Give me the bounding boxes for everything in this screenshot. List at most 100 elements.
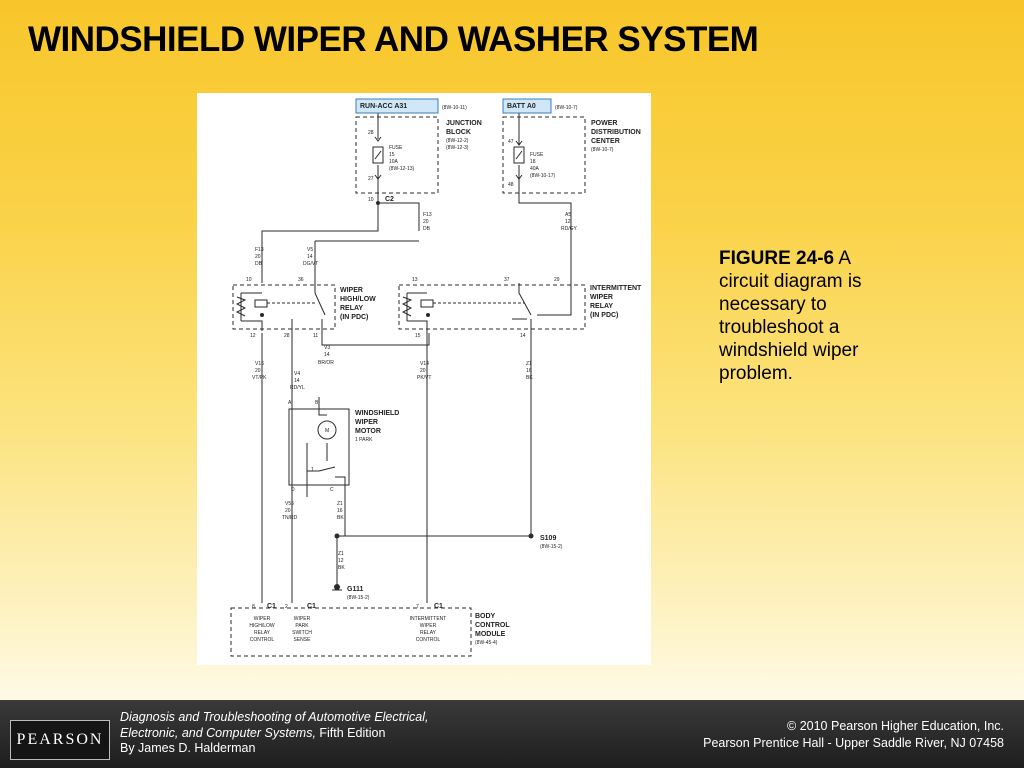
bcm-conn-1: C1 <box>267 603 276 610</box>
motor-title-2: WIPER <box>355 419 378 426</box>
wire-v5 <box>314 240 419 283</box>
hl-relay-pin-e: 11 <box>313 333 318 339</box>
motor-feed-wires <box>291 397 328 461</box>
bcm-outline <box>230 607 472 657</box>
circuit-diagram-figure: RUN-ACC A31 (8W-10-11) BATT A0 (8W-10-7)… <box>197 93 651 665</box>
wire-v5-color: DG/VT <box>303 261 318 267</box>
diagram-labels: RUN-ACC A31 (8W-10-11) BATT A0 (8W-10-7)… <box>246 98 642 646</box>
motor-rotor-label: M <box>325 428 329 434</box>
wire-v55-id: V55 <box>285 501 294 507</box>
motor-output-wires <box>291 497 346 603</box>
junction-pin-top: 28 <box>368 130 374 136</box>
bcm-input-3-b: WIPER <box>420 623 437 629</box>
motor-pin-a: A <box>288 400 292 406</box>
junction-fuse-3: 10A <box>389 159 399 165</box>
int-relay-title-2: WIPER <box>590 294 613 301</box>
pdc-feed-wire <box>518 112 572 283</box>
junction-fuse <box>372 146 384 164</box>
pdc-pin-top: 47 <box>508 139 514 145</box>
int-relay-armature <box>420 299 434 308</box>
hl-relay-coil <box>235 296 247 317</box>
pdc-fuse-element <box>515 150 523 160</box>
batt-ref: (8W-10-7) <box>555 105 578 111</box>
bcm-title-3: MODULE <box>475 631 506 638</box>
hl-relay-armature <box>254 299 268 308</box>
motor-outline <box>288 408 350 486</box>
pearson-logo: PEARSON <box>10 720 110 760</box>
wire-z1c-color: BK <box>338 565 345 571</box>
wire-v3-gauge: 14 <box>324 352 330 358</box>
int-relay-title-1: INTERMITTENT <box>590 285 642 292</box>
wire-v55-gauge: 20 <box>285 508 291 514</box>
wire-f13-top-gauge: 20 <box>423 219 429 225</box>
wire-v5-id: V5 <box>307 247 313 253</box>
ground-label: G111 <box>347 586 363 593</box>
hl-relay-pin-b: 36 <box>298 277 304 283</box>
wire-v16-color: VT/PK <box>252 375 267 381</box>
wire-f13-to-int-relay <box>378 202 420 231</box>
wire-z1b-color: BK <box>337 515 344 521</box>
run-acc-label: RUN-ACC A31 <box>360 103 407 110</box>
book-title-line-2: Electronic, and Computer Systems, <box>120 725 316 740</box>
int-relay-title-4: (IN PDC) <box>590 312 618 319</box>
wire-z1c-id: Z1 <box>338 551 344 557</box>
junction-title-2: BLOCK <box>446 129 471 136</box>
pdc-title-2: DISTRIBUTION <box>591 129 641 136</box>
figure-caption: FIGURE 24-6 A circuit diagram is necessa… <box>719 247 899 385</box>
hl-relay-pin-d: 28 <box>284 333 290 339</box>
junction-fuse-ref: (8W-12-13) <box>389 166 415 172</box>
int-relay-pin-a: 13 <box>412 277 418 283</box>
wire-v4-id: V4 <box>294 371 300 377</box>
bcm-ref: (8W-45-4) <box>475 640 498 646</box>
hl-relay-pin-c: 12 <box>250 333 256 339</box>
junction-title-1: JUNCTION <box>446 120 482 127</box>
junction-connectors <box>374 136 382 180</box>
slide-footer: PEARSON Diagnosis and Troubleshooting of… <box>0 700 1024 768</box>
wire-v4-gauge: 14 <box>294 378 300 384</box>
int-relay-switch <box>512 283 572 333</box>
motor-title-3: MOTOR <box>355 428 381 435</box>
diagram-wiring <box>230 112 586 657</box>
copyright-line: © 2010 Pearson Higher Education, Inc. <box>787 719 1004 733</box>
wire-f13-left-color: DB <box>255 261 263 267</box>
motor-pin-d: D <box>291 487 295 493</box>
junction-pin-bot: 27 <box>368 176 374 182</box>
wire-v16-id: V16 <box>255 361 264 367</box>
pdc-connectors <box>515 140 523 180</box>
junction-ref-2: (8W-12-3) <box>446 145 469 151</box>
wire-z1a-color: BK <box>526 375 533 381</box>
publisher-line: Pearson Prentice Hall - Upper Saddle Riv… <box>703 736 1004 750</box>
ground-ref: (8W-15-2) <box>347 595 370 601</box>
wire-f13-to-hl-relay <box>261 203 379 283</box>
splice-ref: (8W-15-2) <box>540 544 563 550</box>
motor-pin-c: C <box>330 487 334 493</box>
int-relay-pin-c: 29 <box>554 277 560 283</box>
int-relay-pin-e: 14 <box>520 333 526 339</box>
splice-label: S109 <box>540 535 556 542</box>
wire-v14-color: PK/VT <box>417 375 431 381</box>
bcm-input-1-c: RELAY <box>254 630 271 636</box>
wire-v3 <box>321 333 430 346</box>
pdc-fuse-1: FUSE <box>530 152 544 158</box>
bcm-input-2-c: SWITCH <box>292 630 312 636</box>
motor-park-switch <box>306 443 346 497</box>
int-relay-pin-b: 37 <box>504 277 510 283</box>
hl-relay-coil-wires <box>240 292 263 331</box>
bcm-conn-3: C1 <box>434 603 443 610</box>
bcm-input-1-b: HIGH/LOW <box>249 623 275 629</box>
bcm-input-1-d: CONTROL <box>250 637 275 643</box>
int-relay-coil-wires <box>406 292 428 333</box>
pdc-outline <box>502 116 586 194</box>
bcm-inputs: WIPER HIGH/LOW RELAY CONTROL WIPER PARK … <box>249 616 446 643</box>
junction-fuse-2: 15 <box>389 152 395 158</box>
bcm-input-2-d: SENSE <box>294 637 312 643</box>
book-author: By James D. Halderman <box>120 741 256 755</box>
wire-z1a-id: Z1 <box>526 361 532 367</box>
bcm-pin-1: 8 <box>252 604 255 610</box>
wire-a5-color: RD/GY <box>561 226 578 232</box>
wire-v55-color: TN/RD <box>282 515 298 521</box>
wire-z1b-gauge: 16 <box>337 508 343 514</box>
wire-v3-id: V3 <box>324 345 330 351</box>
bcm-input-2-b: PARK <box>295 623 309 629</box>
hl-relay-title-2: HIGH/LOW <box>340 296 376 303</box>
